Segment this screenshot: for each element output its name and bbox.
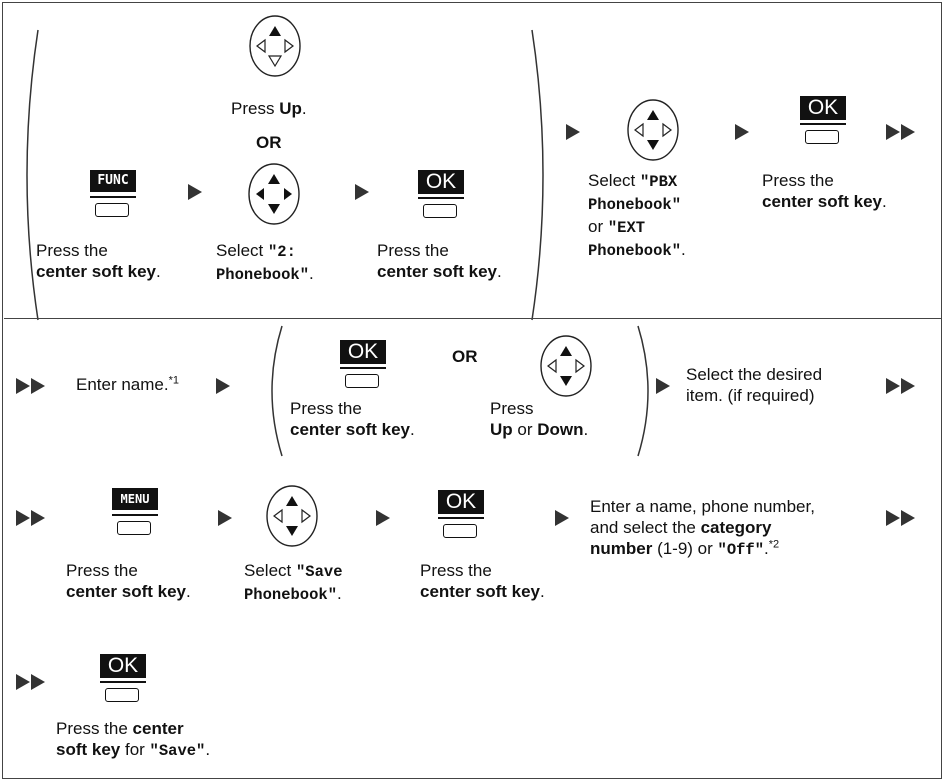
arrow-right-icon: [216, 378, 230, 394]
arrow-right-icon: [218, 510, 232, 526]
step2-text: Select "2:Phonebook".: [216, 241, 314, 284]
double-arrow-icon: [886, 510, 916, 526]
arrow-right-icon: [656, 378, 670, 394]
enter-name-text: Enter name.*1: [76, 374, 180, 394]
left-paren: [271, 325, 283, 457]
double-arrow-icon: [16, 378, 46, 394]
ok-key-icon: OK: [438, 490, 484, 538]
or-label: OR: [452, 347, 478, 366]
left-paren: [26, 29, 39, 321]
arrow-right-icon: [376, 510, 390, 526]
arrow-right-icon: [735, 124, 749, 140]
navigator-up-icon: [247, 14, 303, 78]
menu-key-icon: MENU: [112, 488, 158, 535]
arrow-right-icon: [355, 184, 369, 200]
enter-details-text: Enter a name, phone number, and select t…: [590, 497, 815, 559]
arrow-right-icon: [555, 510, 569, 526]
arrow-right-icon: [566, 124, 580, 140]
press-up-text: Press Up.: [231, 99, 307, 118]
ok-key-icon: OK: [340, 340, 386, 388]
ok-key-icon: OK: [800, 96, 846, 144]
ok-key-icon: OK: [418, 170, 464, 218]
select-pbx-text: Select "PBX Phonebook" or "EXT Phonebook…: [588, 171, 686, 260]
right-paren: [637, 325, 649, 457]
func-key-icon: FUNC: [90, 170, 136, 217]
double-arrow-icon: [16, 510, 46, 526]
ok-key-icon: OK: [100, 654, 146, 702]
double-arrow-icon: [16, 674, 46, 690]
arrow-right-icon: [188, 184, 202, 200]
press-save-text: Press the center soft key for "Save".: [56, 719, 211, 760]
or-label: OR: [256, 133, 282, 152]
separator: [4, 318, 941, 319]
double-arrow-icon: [886, 124, 916, 140]
double-arrow-icon: [886, 378, 916, 394]
navigator-full-icon: [246, 162, 302, 226]
navigator-updown-icon: [538, 334, 594, 398]
right-paren: [531, 29, 544, 321]
navigator-updown-icon: [264, 484, 320, 548]
navigator-updown-icon: [625, 98, 681, 162]
